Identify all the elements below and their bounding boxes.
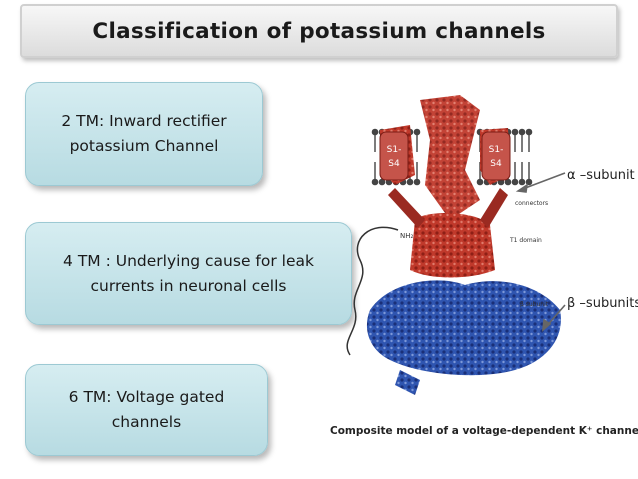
lipid-head (413, 178, 421, 186)
s1-s4-left-line2: S4 (388, 159, 400, 169)
beta-subunit-label: β –subunits (567, 296, 638, 311)
box-4tm-text: 4 TM : Underlying cause for leak current… (63, 249, 314, 299)
box-4tm-line2: currents in neuronal cells (90, 276, 287, 295)
lipid-head (511, 178, 519, 186)
lipid-head (378, 178, 386, 186)
page-title: Classification of potassium channels (92, 18, 546, 44)
box-4tm-line1: 4 TM : Underlying cause for leak (63, 251, 314, 270)
s1-s4-left-line1: S1- (387, 145, 402, 155)
box-2tm-line2: potassium Channel (69, 137, 219, 155)
t1-domain-label: T1 domain (509, 237, 542, 244)
box-2tm-line1: 2 TM: Inward rectifier (61, 112, 227, 130)
lipid-head (518, 128, 526, 136)
lipid-head (525, 178, 533, 186)
box-6tm-line2: channels (111, 413, 182, 431)
lipid-head (371, 128, 379, 136)
box-4tm: 4 TM : Underlying cause for leak current… (25, 222, 352, 325)
figure-caption: Composite model of a voltage-dependent K… (330, 425, 638, 437)
title-banner: Classification of potassium channels (20, 4, 618, 58)
s1-s4-right-line1: S1- (489, 145, 504, 155)
alpha-subunit-label: α –subunit (567, 168, 635, 183)
s1-s4-right-line2: S4 (490, 159, 502, 169)
nh2-label: NH₂ (400, 232, 414, 240)
beta-subunit-small-label: β subunit (520, 301, 549, 308)
label-arrows (515, 172, 566, 332)
potassium-channel-figure: S1- S4 S1- S4 connectors T1 domain β sub… (346, 95, 566, 395)
beta-subunit-structure (366, 280, 561, 395)
lipid-head (476, 178, 484, 186)
lipid-head (413, 128, 421, 136)
s1-s4-right-block: S1- S4 (481, 131, 511, 181)
box-6tm: 6 TM: Voltage gated channels (25, 364, 268, 456)
alpha-subunit-structure (380, 95, 510, 278)
n-terminal-chain (346, 226, 399, 356)
box-2tm: 2 TM: Inward rectifier potassium Channel (25, 82, 263, 186)
box-2tm-text: 2 TM: Inward rectifier potassium Channel (61, 109, 226, 159)
lipid-head (518, 178, 526, 186)
lipid-head (371, 178, 379, 186)
lipid-head (511, 128, 519, 136)
box-6tm-text: 6 TM: Voltage gated channels (69, 385, 225, 435)
box-6tm-line1: 6 TM: Voltage gated (68, 388, 225, 406)
lipid-head (504, 178, 512, 186)
lipid-head (525, 128, 533, 136)
connectors-label: connectors (515, 200, 548, 207)
s1-s4-left-block: S1- S4 (379, 131, 409, 181)
lipid-head (406, 178, 414, 186)
